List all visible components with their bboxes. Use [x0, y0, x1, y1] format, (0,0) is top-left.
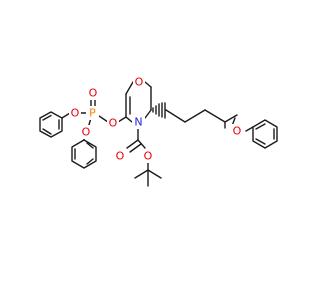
butyl-chain — [165, 109, 226, 129]
phenyl-ring-1 — [39, 111, 63, 138]
bond-c-o-double-b — [129, 143, 142, 153]
bond-o-enol-c5 — [117, 116, 127, 123]
oxazine-ring — [125, 81, 152, 123]
molecule-structure: O N O P O O O O O O — [39, 75, 278, 187]
svg-text:O: O — [82, 126, 91, 139]
svg-text:O: O — [89, 87, 98, 100]
bond-o-ch2 — [245, 126, 254, 132]
svg-text:O: O — [144, 150, 153, 163]
atom-p: P — [86, 106, 99, 120]
svg-text:O: O — [116, 150, 125, 163]
svg-text:O: O — [233, 125, 242, 138]
atom-o-p-double: O — [87, 86, 99, 100]
atom-o-enol: O — [107, 116, 119, 130]
bond-c-o-ester — [137, 139, 146, 149]
bond-p-o-enol — [98, 115, 109, 123]
atom-o-ether: O — [231, 124, 243, 138]
atom-o-carbonyl: O — [114, 149, 126, 163]
svg-text:O: O — [135, 76, 144, 89]
atom-o-ring: O — [133, 75, 145, 89]
svg-text:P: P — [89, 107, 96, 120]
atom-o-p-ph1: O — [69, 106, 81, 120]
phenyl-ring-2 — [71, 139, 97, 169]
stereo-hash-bond — [152, 102, 166, 119]
svg-text:N: N — [134, 116, 142, 129]
atom-o-p-ph2: O — [80, 125, 92, 139]
phenyl-ring-benzyl — [252, 119, 278, 149]
bond-ph1-o — [61, 112, 71, 119]
tert-butyl-group — [134, 169, 162, 187]
svg-text:O: O — [71, 107, 80, 120]
bond-c-o-double-a — [126, 139, 139, 149]
svg-text:O: O — [109, 117, 118, 130]
atom-n-ring: N — [132, 115, 145, 129]
chain-to-ether — [224, 114, 238, 123]
atom-o-ester: O — [142, 149, 154, 163]
